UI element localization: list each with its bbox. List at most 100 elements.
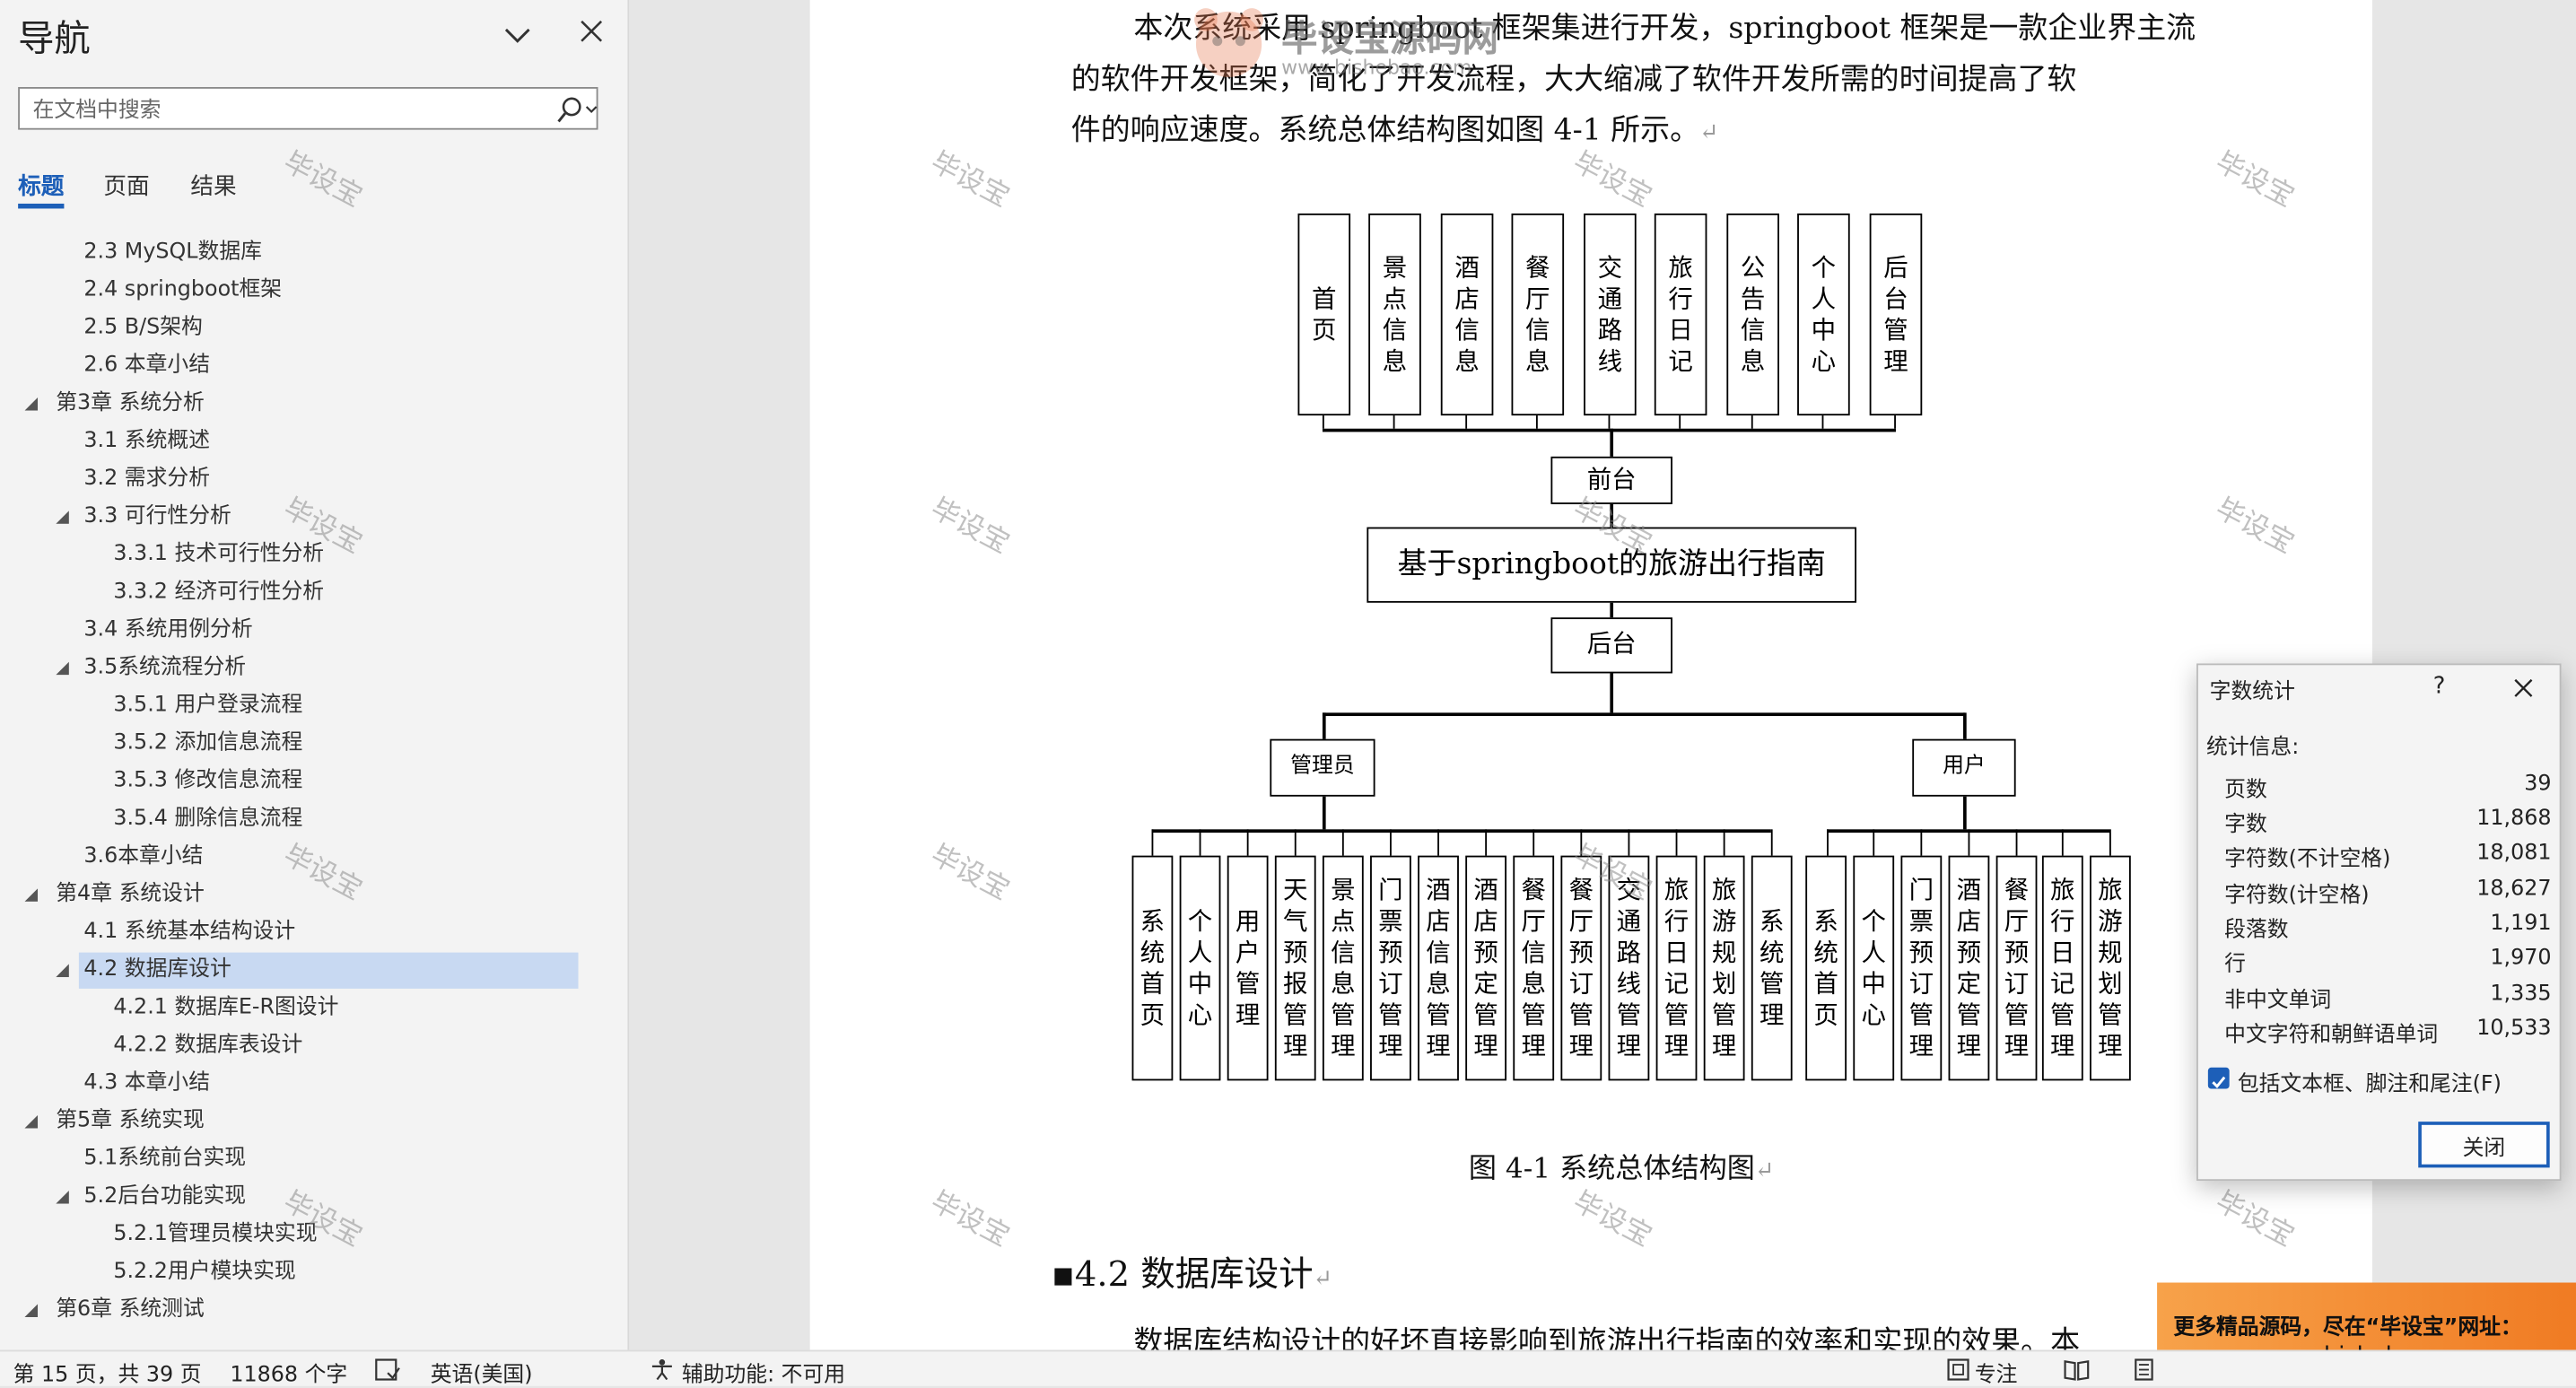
nav-item[interactable]: 3.4 系统用例分析 (83, 617, 253, 642)
nav-item[interactable]: 3.3 可行性分析 (83, 503, 231, 529)
chevron-down-icon[interactable] (501, 18, 534, 51)
diagram-admin-module-box: 酒店信息管理 (1418, 855, 1459, 1081)
diagram-module-box: 后台管理 (1869, 213, 1923, 416)
stat-label: 页数 (2224, 778, 2267, 804)
diagram-user-module-box: 旅游规划管理 (2090, 855, 2131, 1081)
nav-item[interactable]: 3.1 系统概述 (83, 428, 211, 454)
diagram-user-module-box: 餐厅预订管理 (1995, 855, 2038, 1081)
search-box[interactable] (18, 87, 598, 130)
nav-item[interactable]: 5.1系统前台实现 (83, 1146, 247, 1172)
stat-value: 18,627 (2476, 877, 2552, 902)
include-textbox-checkbox[interactable] (2207, 1067, 2230, 1089)
nav-item[interactable]: 3.5.2 添加信息流程 (113, 730, 303, 755)
body-text-line: 本次系统采用 springboot 框架集进行开发，springboot 框架是… (1133, 11, 2196, 47)
collapse-triangle-icon[interactable] (24, 888, 39, 902)
nav-item[interactable]: 5.2后台功能实现 (83, 1183, 247, 1209)
diagram-user-module-box: 酒店预定管理 (1948, 855, 1990, 1081)
close-icon[interactable] (2513, 678, 2533, 698)
stat-label: 字符数(不计空格) (2224, 847, 2391, 872)
diagram-admin-module-box: 系统管理 (1751, 855, 1793, 1081)
nav-item[interactable]: 2.6 本章小结 (83, 353, 211, 378)
nav-item[interactable]: 3.5.3 修改信息流程 (113, 768, 303, 794)
figure-caption: 图 4-1 系统总体结构图↵ (1468, 1152, 1775, 1186)
nav-item[interactable]: 3.2 需求分析 (83, 466, 211, 492)
nav-item[interactable]: 3.6本章小结 (83, 843, 204, 869)
nav-item[interactable]: 3.5系统流程分析 (83, 655, 247, 680)
collapse-triangle-icon[interactable] (56, 661, 69, 676)
diagram-user-box: 用户 (1912, 738, 2016, 797)
nav-item[interactable]: 2.3 MySQL数据库 (83, 240, 262, 265)
stat-value: 1,970 (2490, 946, 2552, 971)
nav-item[interactable]: 5.2.1管理员模块实现 (113, 1221, 318, 1247)
stat-label: 段落数 (2224, 918, 2289, 943)
accessibility-status[interactable]: 辅助功能: 不可用 (681, 1363, 846, 1388)
checkbox-label[interactable]: 包括文本框、脚注和尾注(F) (2237, 1072, 2502, 1097)
diagram-module-box: 酒店信息 (1440, 213, 1494, 416)
collapse-triangle-icon[interactable] (24, 1114, 39, 1129)
navigation-pane: 导航 标题 页面 结果 2.3 MySQL数据库 2.4 springboot框… (0, 0, 630, 1350)
print-layout-icon[interactable] (2133, 1358, 2156, 1382)
language-status[interactable]: 英语(美国) (430, 1363, 533, 1388)
search-input[interactable] (29, 93, 546, 127)
nav-item[interactable]: 2.5 B/S架构 (83, 315, 203, 340)
diagram-admin-module-box: 系统首页 (1131, 855, 1174, 1081)
body-text-line: 的软件开发框架，简化了开发流程，大大缩减了软件开发所需的时间提高了软 (1070, 62, 2077, 97)
accessibility-icon[interactable] (651, 1358, 674, 1382)
nav-item[interactable]: 第3章 系统分析 (56, 390, 205, 416)
close-icon[interactable] (579, 18, 605, 44)
diagram-module-box: 旅行日记 (1654, 213, 1707, 416)
page-count-status[interactable]: 第 15 页，共 39 页 (13, 1363, 202, 1388)
diagram-admin-module-box: 个人中心 (1179, 855, 1221, 1081)
promo-text: 更多精品源码，尽在“毕设宝”网址： (2173, 1315, 2522, 1340)
close-button[interactable]: 关闭 (2418, 1122, 2550, 1168)
collapse-triangle-icon[interactable] (56, 1191, 69, 1204)
stat-label: 行 (2224, 952, 2246, 978)
stat-value: 11,868 (2476, 806, 2552, 832)
diagram-admin-module-box: 交通路线管理 (1608, 855, 1650, 1081)
nav-item[interactable]: 2.4 springboot框架 (83, 277, 283, 302)
nav-item[interactable]: 3.5.1 用户登录流程 (113, 693, 303, 718)
nav-item[interactable]: 4.3 本章小结 (83, 1070, 211, 1096)
checkmark-icon (2212, 1076, 2226, 1088)
nav-title: 导航 (18, 19, 91, 61)
stat-value: 1,335 (2490, 982, 2552, 1008)
collapse-triangle-icon[interactable] (24, 1304, 39, 1317)
nav-item[interactable]: 第5章 系统实现 (56, 1108, 205, 1133)
diagram-admin-module-box: 旅行日记管理 (1655, 855, 1698, 1081)
nav-item[interactable]: 4.2.2 数据库表设计 (113, 1033, 303, 1058)
body-text-line: 数据库结构设计的好坏直接影响到旅游出行指南的效率和实现的效果。本 (1133, 1325, 2081, 1350)
word-count-status[interactable]: 11868 个字 (230, 1363, 348, 1388)
body-text-line: 件的响应速度。系统总体结构图如图 4-1 所示。↵ (1070, 113, 1719, 148)
tab-results[interactable]: 结果 (190, 174, 237, 201)
collapse-triangle-icon[interactable] (24, 397, 39, 411)
diagram-front-box: 前台 (1550, 456, 1672, 504)
nav-item[interactable]: 第4章 系统设计 (56, 881, 205, 907)
nav-item[interactable]: 4.1 系统基本结构设计 (83, 920, 296, 945)
diagram-user-module-box: 旅行日记管理 (2041, 855, 2083, 1081)
tab-headings[interactable]: 标题 (18, 174, 65, 201)
search-icon[interactable] (554, 95, 599, 125)
status-bar: 第 15 页，共 39 页 11868 个字 英语(美国) 辅助功能: 不可用 … (0, 1349, 2576, 1388)
collapse-triangle-icon[interactable] (56, 964, 69, 978)
focus-button[interactable]: 专注 (1974, 1363, 2018, 1388)
tab-pages[interactable]: 页面 (103, 174, 150, 201)
diagram-admin-module-box: 用户管理 (1227, 855, 1269, 1081)
diagram-admin-module-box: 天气预报管理 (1274, 855, 1316, 1081)
read-mode-icon[interactable] (2064, 1358, 2090, 1382)
help-button[interactable]: ? (2432, 673, 2446, 700)
nav-item[interactable]: 3.3.1 技术可行性分析 (113, 542, 325, 567)
nav-item[interactable]: 3.5.4 删除信息流程 (113, 806, 303, 832)
watermark-logo-text: 毕设宝源码网 (1281, 19, 1498, 61)
word-count-dialog: 字数统计 ? 统计信息: 页数 39 字数 11,868 字符数(不计空格) 1… (2196, 663, 2562, 1182)
diagram-admin-module-box: 餐厅预订管理 (1560, 855, 1602, 1081)
watermark-logo-icon (1194, 8, 1264, 78)
nav-item[interactable]: 4.2.1 数据库E-R图设计 (113, 995, 339, 1020)
diagram-module-box: 首页 (1297, 213, 1351, 416)
nav-item-selected[interactable]: 4.2 数据库设计 (78, 952, 579, 989)
nav-item[interactable]: 3.3.2 经济可行性分析 (113, 580, 325, 605)
collapse-triangle-icon[interactable] (56, 511, 69, 524)
nav-item[interactable]: 第6章 系统测试 (56, 1296, 205, 1323)
nav-item[interactable]: 5.2.2用户模块实现 (113, 1259, 296, 1285)
focus-icon[interactable] (1947, 1358, 1970, 1382)
proofing-icon[interactable] (374, 1358, 400, 1382)
